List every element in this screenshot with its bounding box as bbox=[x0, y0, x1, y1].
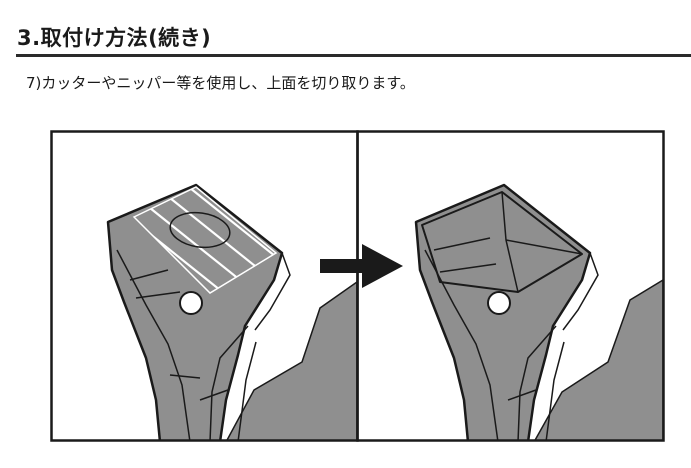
instruction-figure bbox=[50, 130, 665, 442]
section-divider bbox=[16, 54, 691, 57]
uncut-part-with-hatched-top-icon bbox=[106, 183, 357, 440]
after-panel-frame bbox=[356, 130, 665, 442]
step-7-instruction: 7)カッターやニッパー等を使用し、上面を切り取ります。 bbox=[26, 74, 415, 92]
section-title: 3.取付け方法(続き) bbox=[17, 26, 212, 50]
right-arrow-icon bbox=[320, 244, 403, 288]
cut-part-open-top-icon bbox=[414, 183, 663, 440]
